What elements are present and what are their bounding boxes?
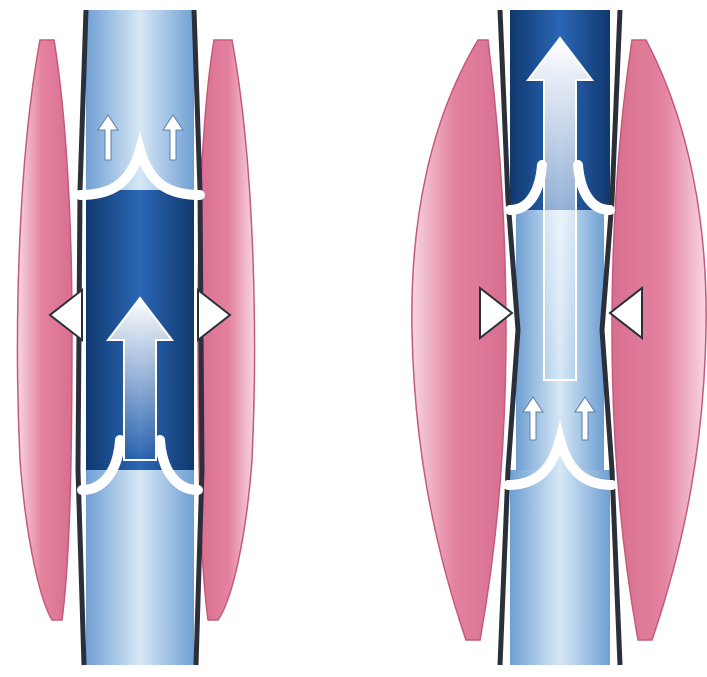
left-panel-relaxed [17,10,254,665]
left-vein-lower-segment [86,470,194,665]
right-muscle-left [412,40,506,640]
left-muscle-left [17,40,72,620]
right-muscle-right [612,40,706,640]
right-vein-lower-segment [510,470,610,665]
right-panel-contracted [412,10,706,665]
